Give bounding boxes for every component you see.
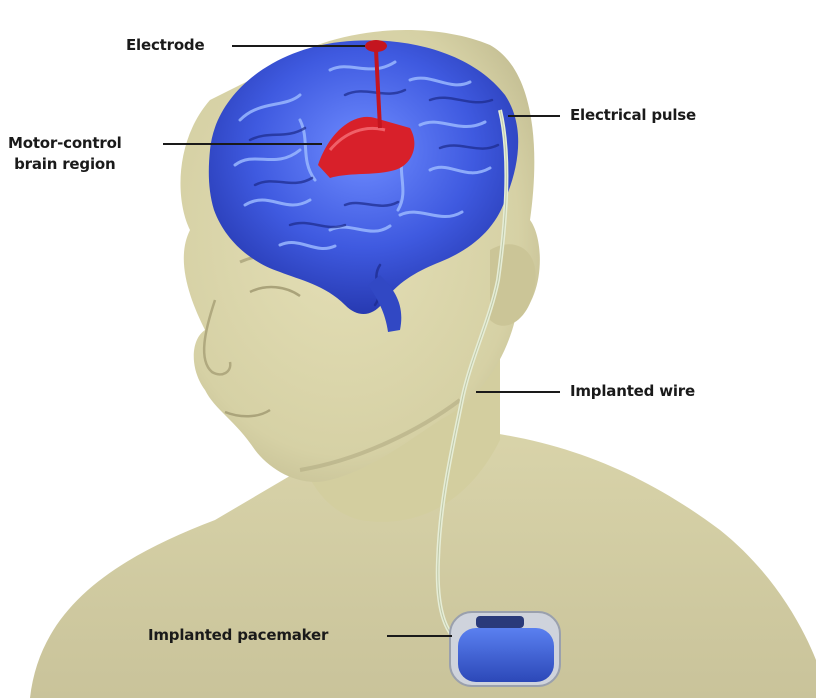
pacemaker-body — [458, 628, 554, 682]
motor-control-label: Motor-control brain region — [8, 133, 122, 175]
electrical-pulse-label: Electrical pulse — [570, 105, 696, 126]
implanted-pacemaker-label: Implanted pacemaker — [148, 625, 328, 646]
implanted-wire-label: Implanted wire — [570, 381, 695, 402]
electrode-label: Electrode — [126, 35, 204, 56]
pacemaker-header — [476, 616, 524, 628]
